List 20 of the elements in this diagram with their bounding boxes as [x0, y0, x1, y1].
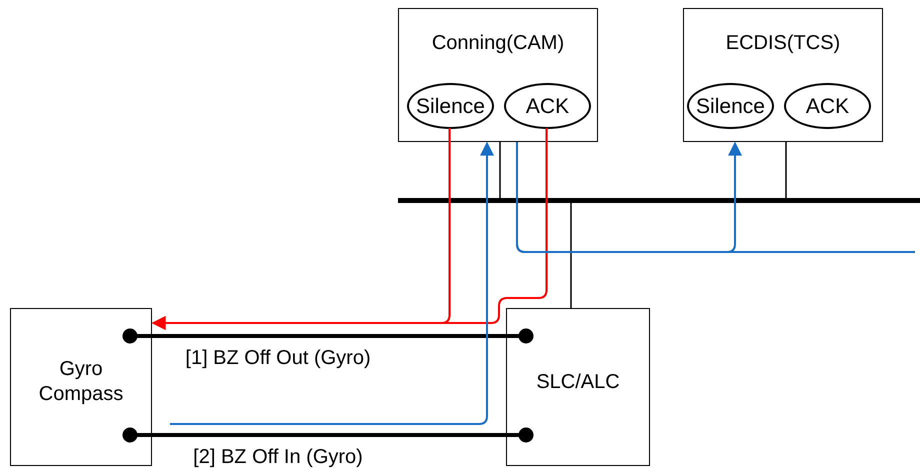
button-ellipse: ACK: [784, 83, 871, 129]
signal-line: [122, 428, 534, 442]
signal-line: [122, 328, 534, 344]
button-ellipse: ACK: [504, 83, 591, 129]
unit-box: [10, 308, 152, 466]
button-ellipse: Silence: [687, 83, 774, 129]
arrow: [152, 128, 548, 330]
bus-bar: [398, 198, 920, 203]
unit-label: SLC/ALC: [535, 370, 621, 394]
unit-label: Conning(CAM): [432, 31, 564, 56]
connector-line: [570, 203, 572, 308]
connector-line: [785, 142, 787, 198]
arrow: [170, 142, 494, 425]
unit-box: [683, 8, 883, 142]
unit-label: ECDIS(TCS): [726, 31, 840, 56]
unit-label: Gyro Compass: [38, 357, 124, 407]
unit-box: [398, 8, 598, 142]
button-ellipse: Silence: [407, 83, 494, 129]
unit-box: [506, 308, 650, 466]
connector-line: [499, 142, 501, 198]
